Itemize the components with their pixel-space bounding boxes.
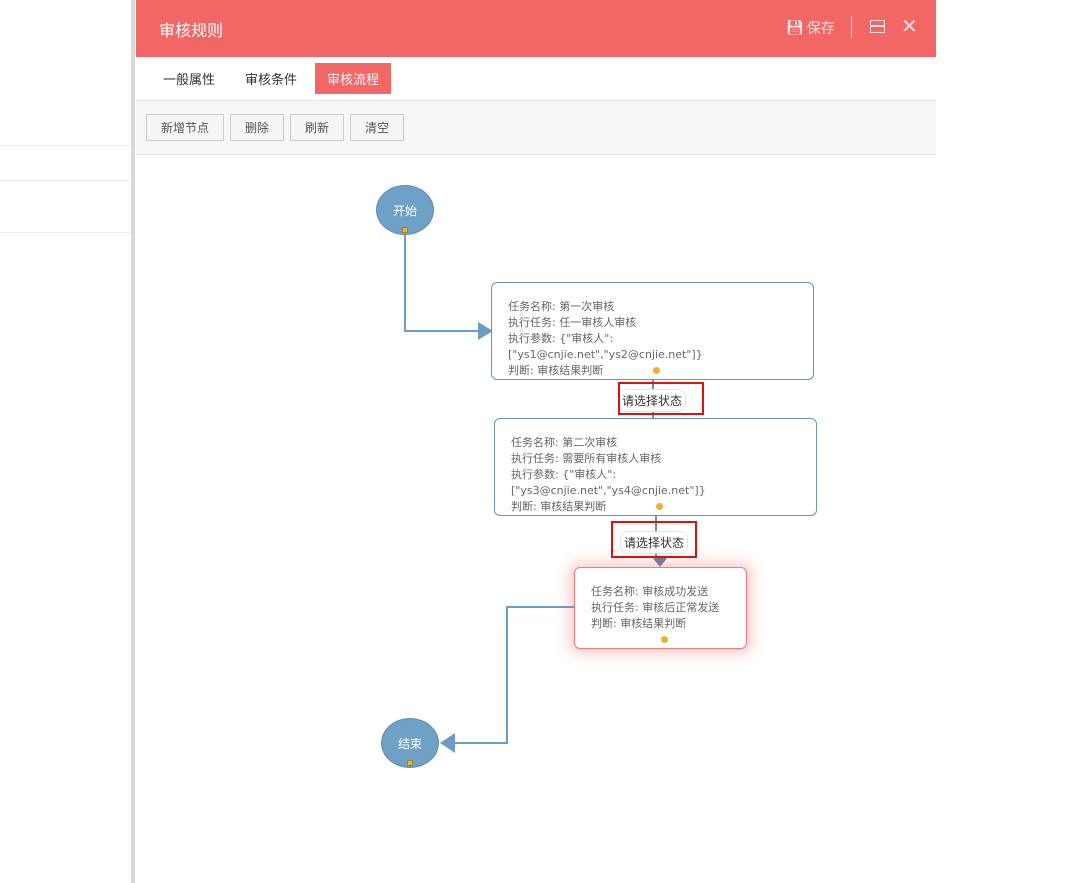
task-name: 任务名称: 审核成功发送 <box>591 585 709 598</box>
task-judgement: 判断: 审核结果判断 <box>511 500 607 513</box>
task-name: 任务名称: 第一次审核 <box>508 300 615 313</box>
end-port[interactable] <box>407 760 413 766</box>
divider <box>0 180 131 181</box>
task-action: 执行任务: 需要所有审核人审核 <box>511 452 662 465</box>
port-dot[interactable] <box>655 503 663 510</box>
highlight-box <box>618 382 704 415</box>
tab-flow[interactable]: 审核流程 <box>315 63 392 94</box>
status-select-2[interactable]: 请选择状态 <box>620 531 689 554</box>
port-dot[interactable] <box>652 367 660 374</box>
link-node3-end <box>452 606 574 744</box>
dialog-header: 审核规则 💾︎保存 ✕ <box>136 0 936 57</box>
start-port[interactable] <box>402 227 408 233</box>
link-start-node1 <box>404 232 482 332</box>
tab-bar: 一般属性 审核条件 审核流程 <box>136 57 936 101</box>
arrow-icon <box>440 733 455 753</box>
clear-button[interactable]: 清空 <box>350 114 405 141</box>
save-button[interactable]: 💾︎保存 <box>786 18 835 38</box>
task-node-1[interactable]: 任务名称: 第一次审核 执行任务: 任一审核人审核 执行参数: {"审核人":[… <box>491 282 814 380</box>
arrow-icon <box>478 322 493 340</box>
tab-conditions[interactable]: 审核条件 <box>245 73 298 88</box>
task-judgement: 判断: 审核结果判断 <box>508 364 604 377</box>
divider <box>851 16 852 38</box>
dialog-title: 审核规则 <box>159 21 224 40</box>
task-judgement: 判断: 审核结果判断 <box>591 617 687 630</box>
add-node-button[interactable]: 新增节点 <box>146 114 225 141</box>
end-node[interactable]: 结束 <box>381 718 439 768</box>
tab-general[interactable]: 一般属性 <box>163 73 216 88</box>
maximize-icon[interactable] <box>870 20 885 33</box>
task-node-2[interactable]: 任务名称: 第二次审核 执行任务: 需要所有审核人审核 执行参数: {"审核人"… <box>494 418 817 516</box>
divider <box>0 232 131 233</box>
task-params: 执行参数: {"审核人":["ys3@cnjie.net","ys4@cnjie… <box>511 468 706 497</box>
save-icon: 💾︎ <box>786 20 804 36</box>
task-action: 执行任务: 审核后正常发送 <box>591 601 720 614</box>
close-icon[interactable]: ✕ <box>901 14 918 38</box>
toolbar: 新增节点 删除 刷新 清空 <box>136 101 936 155</box>
highlight-box <box>611 521 697 558</box>
delete-button[interactable]: 删除 <box>230 114 285 141</box>
save-label: 保存 <box>806 21 835 37</box>
task-name: 任务名称: 第二次审核 <box>511 436 618 449</box>
refresh-button[interactable]: 刷新 <box>290 114 345 141</box>
arrow-icon <box>652 557 668 567</box>
task-action: 执行任务: 任一审核人审核 <box>508 316 637 329</box>
task-params: 执行参数: {"审核人":["ys1@cnjie.net","ys2@cnjie… <box>508 332 703 361</box>
divider <box>0 145 131 146</box>
task-node-3[interactable]: 任务名称: 审核成功发送 执行任务: 审核后正常发送 判断: 审核结果判断 <box>574 567 747 649</box>
port-dot[interactable] <box>660 636 668 643</box>
start-node[interactable]: 开始 <box>376 185 434 235</box>
left-panel-edge <box>131 0 135 883</box>
